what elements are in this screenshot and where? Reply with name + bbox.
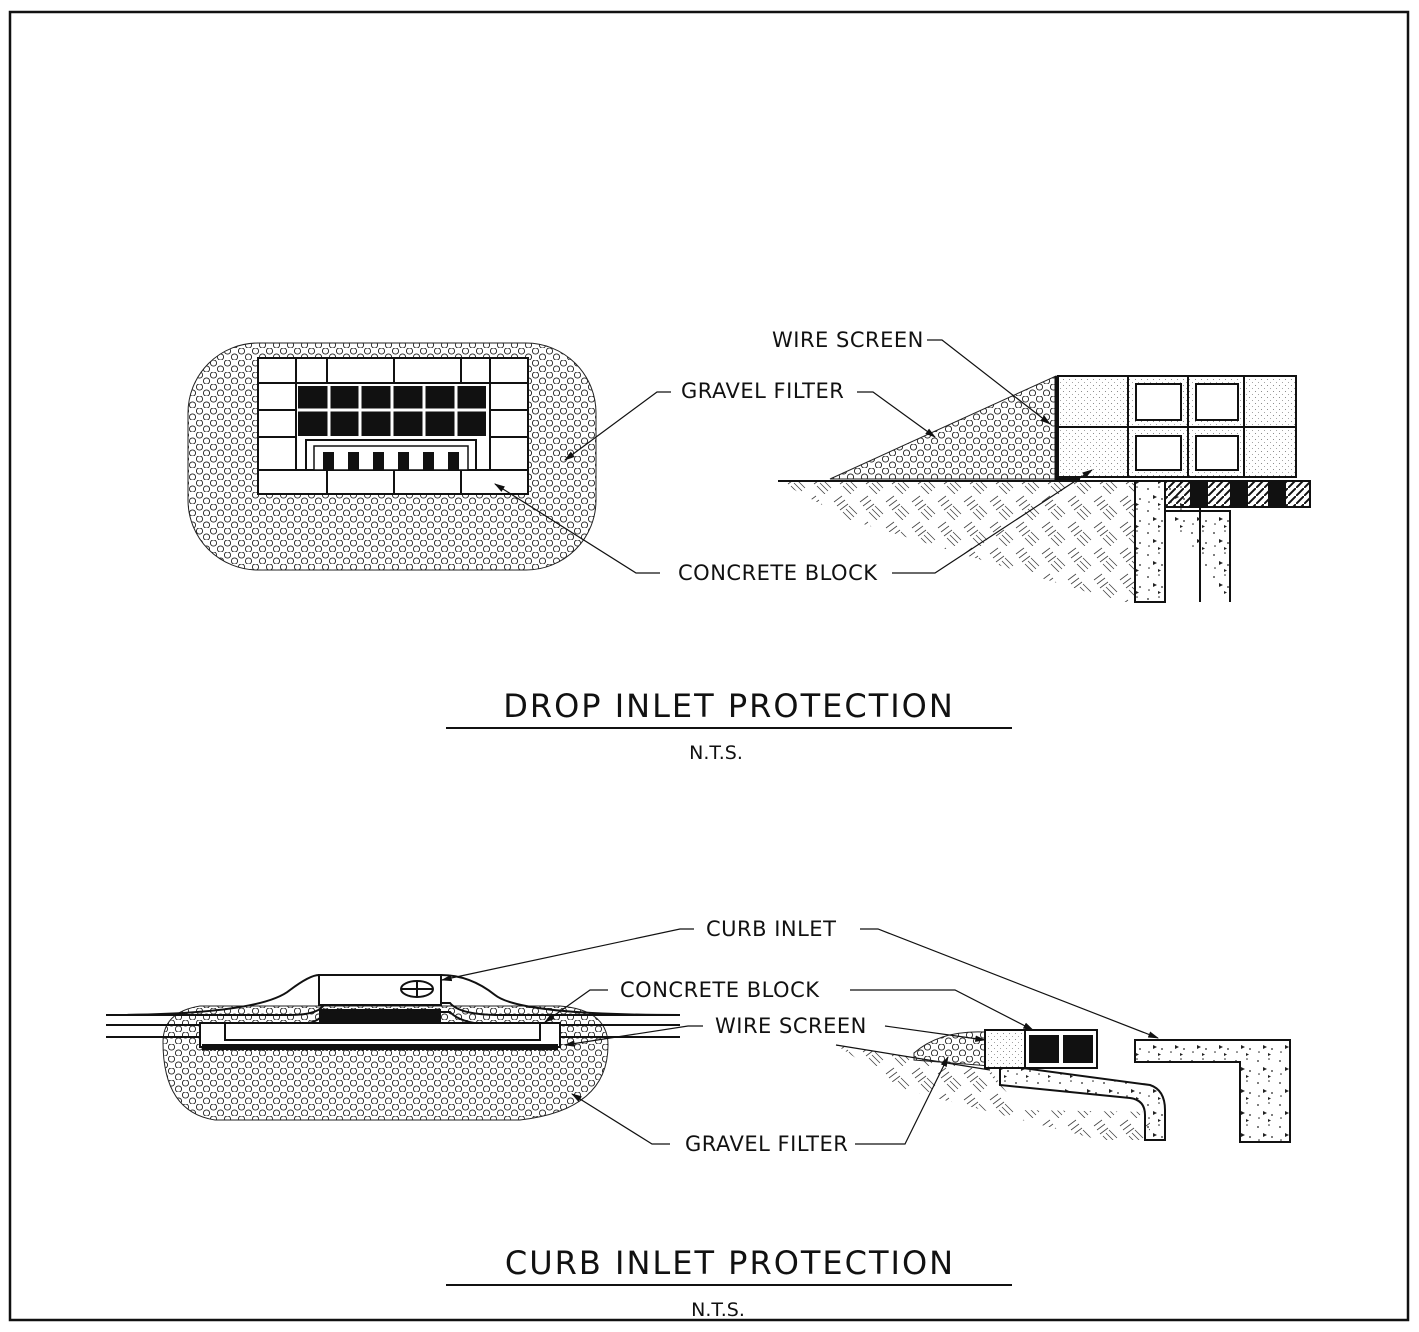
label-curb-inlet: CURB INLET: [706, 917, 836, 941]
curb-inlet-elevation-view: [105, 974, 681, 1121]
label-wire-screen: WIRE SCREEN: [772, 328, 924, 352]
drop-inlet-section-view: [778, 375, 1311, 603]
curb-inlet-callouts: CURB INLET CONCRETE BLOCK WIRE SCREEN GR…: [440, 917, 1160, 1156]
curb-inlet-section-view: [835, 1029, 1291, 1143]
label-gravel-filter: GRAVEL FILTER: [681, 379, 844, 403]
label-concrete-block: CONCRETE BLOCK: [678, 561, 878, 585]
label-concrete-block: CONCRETE BLOCK: [620, 978, 820, 1002]
curb-inlet-scale: N.T.S.: [691, 1299, 745, 1321]
drop-inlet-callouts: WIRE SCREEN GRAVEL FILTER CONCRETE BLOCK: [494, 328, 1093, 585]
curb-inlet-title: CURB INLET PROTECTION: [505, 1244, 955, 1282]
drop-inlet-title: DROP INLET PROTECTION: [503, 687, 955, 725]
inlet-grate: [298, 386, 486, 436]
drop-inlet-plan-view: [187, 342, 597, 571]
label-wire-screen: WIRE SCREEN: [715, 1014, 867, 1038]
sheet-border: [8, 10, 1410, 1322]
drop-inlet-scale: N.T.S.: [689, 742, 743, 764]
label-gravel-filter: GRAVEL FILTER: [685, 1132, 848, 1156]
